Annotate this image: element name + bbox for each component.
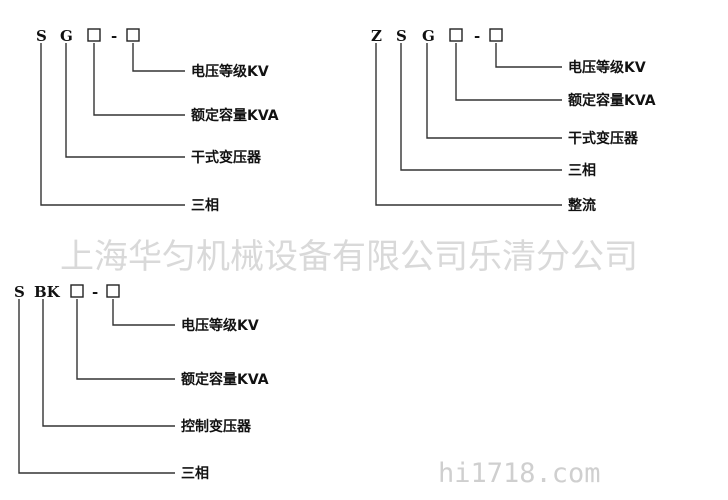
label-capacity: 额定容量KVA xyxy=(191,107,279,124)
capacity-box xyxy=(449,28,463,42)
leader-line xyxy=(93,43,185,116)
label-rectifier: 整流 xyxy=(567,197,596,214)
code-s: S xyxy=(36,27,47,45)
voltage-box xyxy=(489,28,503,42)
label-dry-type: 干式变压器 xyxy=(568,130,639,147)
capacity-box xyxy=(87,28,101,42)
dash: - xyxy=(474,27,480,45)
leader-line xyxy=(426,43,562,139)
label-voltage: 电压等级KV xyxy=(568,59,646,76)
leader-line xyxy=(76,299,175,380)
dash: - xyxy=(111,27,117,45)
diagram-zsg: Z S G - 电压等级KV 额定容量KVA 干式变压器 三相 整流 xyxy=(371,27,656,214)
leader-line xyxy=(112,299,175,326)
capacity-box xyxy=(70,284,84,298)
diagram-sg: S G - 电压等级KV 额定容量KVA 干式变压器 三相 xyxy=(36,27,279,214)
label-control-transformer: 控制变压器 xyxy=(181,418,252,435)
label-capacity: 额定容量KVA xyxy=(568,92,656,109)
label-three-phase: 三相 xyxy=(568,162,596,179)
code-g: G xyxy=(60,27,73,45)
label-voltage: 电压等级KV xyxy=(191,63,269,80)
dash: - xyxy=(92,283,98,301)
leader-line xyxy=(400,43,562,171)
leader-line xyxy=(495,43,562,68)
leader-line xyxy=(18,299,175,474)
label-capacity: 额定容量KVA xyxy=(181,371,269,388)
code-s: S xyxy=(396,27,407,45)
leader-line xyxy=(132,43,185,72)
code-s: S xyxy=(14,283,25,301)
leader-line xyxy=(375,43,562,206)
label-three-phase: 三相 xyxy=(181,465,209,482)
leader-line xyxy=(65,43,185,158)
company-watermark: 上海华匀机械设备有限公司乐清分公司 xyxy=(60,237,638,277)
label-dry-type: 干式变压器 xyxy=(191,149,262,166)
label-three-phase: 三相 xyxy=(191,197,219,214)
diagram-sbk: S BK - 电压等级KV 额定容量KVA 控制变压器 三相 xyxy=(14,283,269,482)
leader-line xyxy=(40,43,185,206)
label-voltage: 电压等级KV xyxy=(181,317,259,334)
voltage-box xyxy=(126,28,140,42)
code-bk: BK xyxy=(34,283,61,301)
voltage-box xyxy=(106,284,120,298)
code-g: G xyxy=(422,27,435,45)
code-z: Z xyxy=(371,27,382,45)
leader-line xyxy=(455,43,562,101)
leader-line xyxy=(42,299,175,427)
site-watermark: hi1718.com xyxy=(438,458,601,489)
